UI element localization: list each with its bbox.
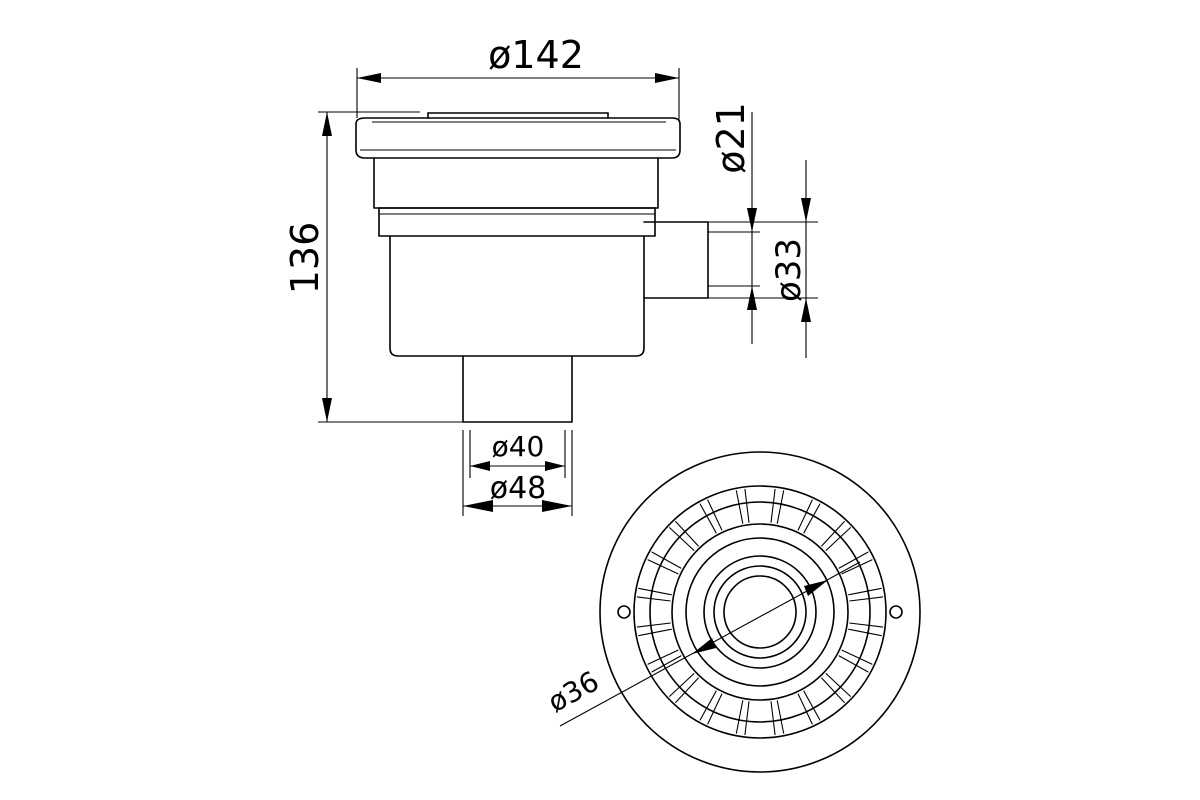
plan-grate-mid [649, 501, 871, 723]
grate-slot-edge [638, 587, 672, 596]
plan-grate-outer [633, 485, 887, 739]
dim-label-48: ø48 [490, 471, 547, 506]
dim-overall-diameter: ø142 [356, 33, 680, 122]
dim-label-21: ø21 [709, 102, 753, 174]
grate-slot-edge [647, 649, 679, 665]
plan-screw-hole-right [889, 605, 903, 619]
side-port [643, 221, 709, 299]
grate-slot-edge [651, 655, 682, 673]
outlet-pipe [462, 355, 573, 423]
dim-label-36: ø36 [542, 664, 604, 718]
grate-slot-edge [699, 503, 717, 534]
plan-hub-mid [703, 555, 817, 669]
upper-collar [373, 157, 659, 209]
grate-slot-edge [770, 488, 776, 523]
main-body [389, 235, 645, 357]
grate-slot-edge [735, 490, 744, 524]
grate-slot-edge [797, 499, 813, 531]
grate-slot-edge [803, 503, 821, 534]
grate-slot-edge [674, 677, 700, 704]
dim-label-33: ø33 [769, 238, 809, 302]
grate-slot-edge [776, 700, 785, 734]
plan-outer-circle [599, 451, 921, 773]
grate-slot-edge [674, 520, 700, 547]
grate-slot-edge [707, 499, 723, 531]
grate-slot-edge [838, 551, 869, 569]
grate-slot-edge [638, 628, 672, 637]
grate-slot-edge [735, 700, 744, 734]
grate-slot-edge [848, 587, 882, 596]
grate-slot-edge [841, 559, 873, 575]
dim-outlet: ø40 ø48 [462, 430, 573, 516]
grate-slot-edge [776, 490, 785, 524]
grate-slot-edge [797, 693, 813, 725]
lid-outline [355, 117, 681, 159]
plan-view [599, 451, 921, 773]
plan-grate-slots [636, 488, 884, 736]
plan-center-hole [723, 575, 797, 649]
grate-slot-edge [744, 701, 750, 736]
side-elevation-view [355, 112, 709, 423]
grate-slot-edge [636, 596, 671, 602]
grate-slot-edge [647, 559, 679, 575]
plan-grate-inner [671, 523, 849, 701]
grate-slot-edge [803, 690, 821, 721]
dim-overall-height: 136 [283, 111, 463, 423]
dim-side-port: ø21 ø33 [708, 102, 818, 358]
grate-slot-edge [636, 622, 671, 628]
dim-label-40: ø40 [492, 430, 545, 463]
grate-slot-edge [707, 693, 723, 725]
dim-label-136: 136 [283, 222, 327, 295]
grate-slot-edge [848, 628, 882, 637]
flange-ring [378, 207, 656, 237]
plan-hub-outer [685, 537, 835, 687]
grate-slot-edge [838, 655, 869, 673]
grate-slot-edge [744, 488, 750, 523]
grate-slot-edge [841, 649, 873, 665]
grate-slot-edge [849, 596, 884, 602]
grate-slot-edge [668, 672, 695, 698]
dim-label-142: ø142 [488, 33, 584, 77]
grate-slot-edge [651, 551, 682, 569]
grate-slot-edge [770, 701, 776, 736]
grate-slot-edge [825, 672, 852, 698]
grate-slot-edge [668, 526, 695, 552]
plan-screw-hole-left [617, 605, 631, 619]
grate-slot-edge [849, 622, 884, 628]
grate-slot-edge [699, 690, 717, 721]
plan-hub-ring [713, 565, 807, 659]
dim-plan-diameter: ø36 [542, 561, 861, 727]
grate-slot-edge [820, 520, 846, 547]
grate-slot-edge [820, 677, 846, 704]
grate-slot-edge [825, 526, 852, 552]
